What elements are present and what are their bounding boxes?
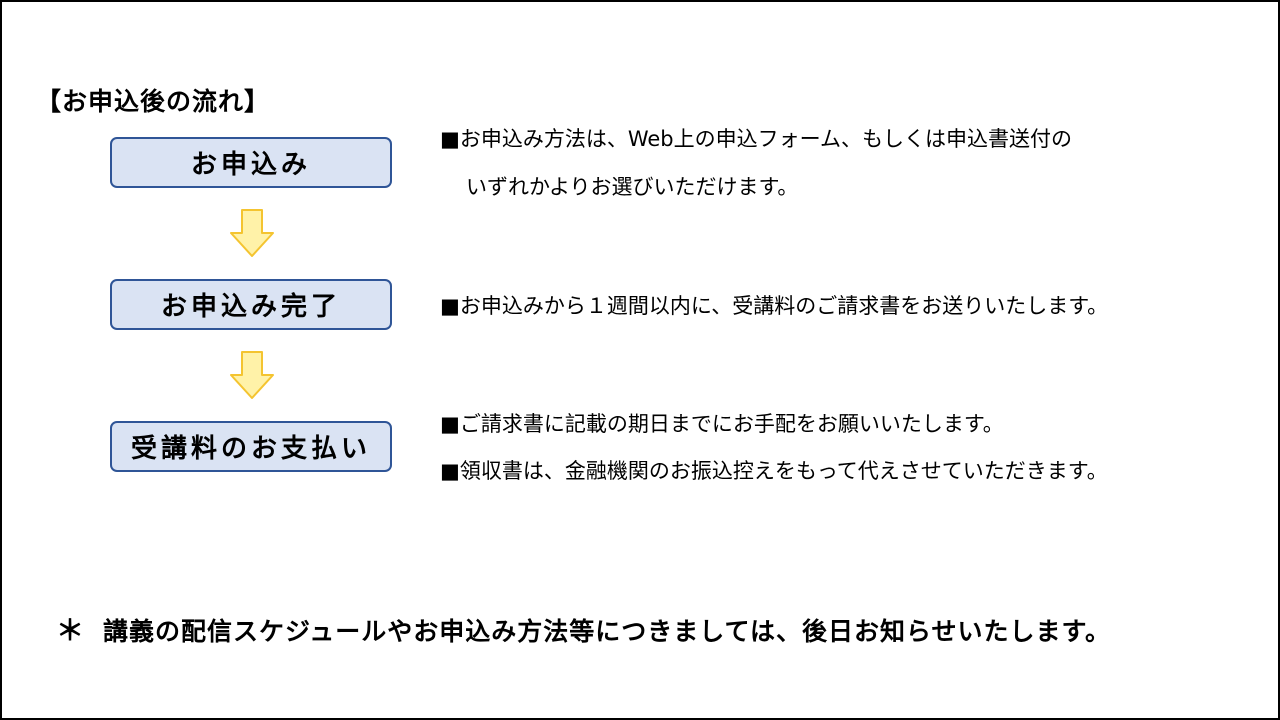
down-arrow-icon [230,351,274,399]
asterisk-mark: ＊ [56,614,86,647]
step-tuition-payment: 受講料のお支払い [110,421,392,472]
payment-description-line-2: ■領収書は、金融機関のお振込控えをもって代えさせていただきます。 [440,459,1108,483]
step-application-complete: お申込み完了 [110,279,392,330]
apply-description-line-2: いずれかよりお選びいただけます。 [466,175,799,199]
payment-description-line-1: ■ご請求書に記載の期日までにお手配をお願いいたします。 [440,412,1004,436]
page-title: 【お申込後の流れ】 [36,87,271,116]
step-apply: お申込み [110,137,392,188]
footer-note: ＊ 講義の配信スケジュールやお申込み方法等につきましては、後日お知らせいたします。 [56,609,1111,649]
down-arrow-icon [230,209,274,257]
complete-description: ■お申込みから１週間以内に、受講料のご請求書をお送りいたします。 [440,294,1109,318]
footer-note-text: 講義の配信スケジュールやお申込み方法等につきましては、後日お知らせいたします。 [103,617,1112,646]
apply-description-line-1: ■お申込み方法は、Web上の申込フォーム、もしくは申込書送付の [440,127,1072,151]
